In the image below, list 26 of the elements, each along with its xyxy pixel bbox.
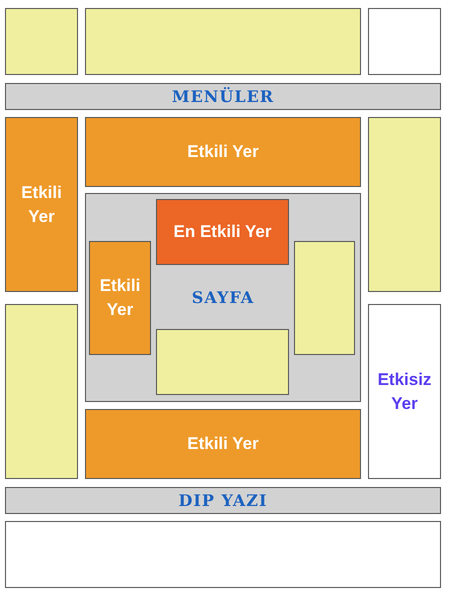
layout-block [5, 487, 441, 514]
layout-block [85, 117, 361, 187]
layout-block [5, 83, 441, 110]
block-label: Etkili Yer [187, 433, 259, 456]
layout-block [89, 241, 151, 355]
section-title: DIP YAZI [178, 491, 268, 510]
empty-block [156, 329, 289, 395]
layout-block [368, 304, 441, 479]
layout-block [5, 117, 78, 292]
layout-block [85, 409, 361, 479]
empty-block [368, 117, 441, 292]
section-title: MENÜLER [172, 87, 274, 106]
block-label: Etkisiz Yer [376, 368, 432, 414]
empty-block [368, 8, 441, 75]
empty-block [5, 304, 78, 479]
layout-block [156, 199, 289, 265]
block-label: Etkili Yer [187, 141, 259, 164]
section-title: SAYFA [192, 288, 254, 307]
block-label: Etkili Yer [20, 182, 63, 228]
empty-block [294, 241, 355, 355]
empty-block [5, 521, 441, 588]
empty-block [5, 8, 78, 75]
page-area [85, 193, 361, 402]
empty-block [85, 8, 361, 75]
block-label: Etkili Yer [98, 275, 142, 321]
block-label: En Etkili Yer [174, 221, 272, 244]
